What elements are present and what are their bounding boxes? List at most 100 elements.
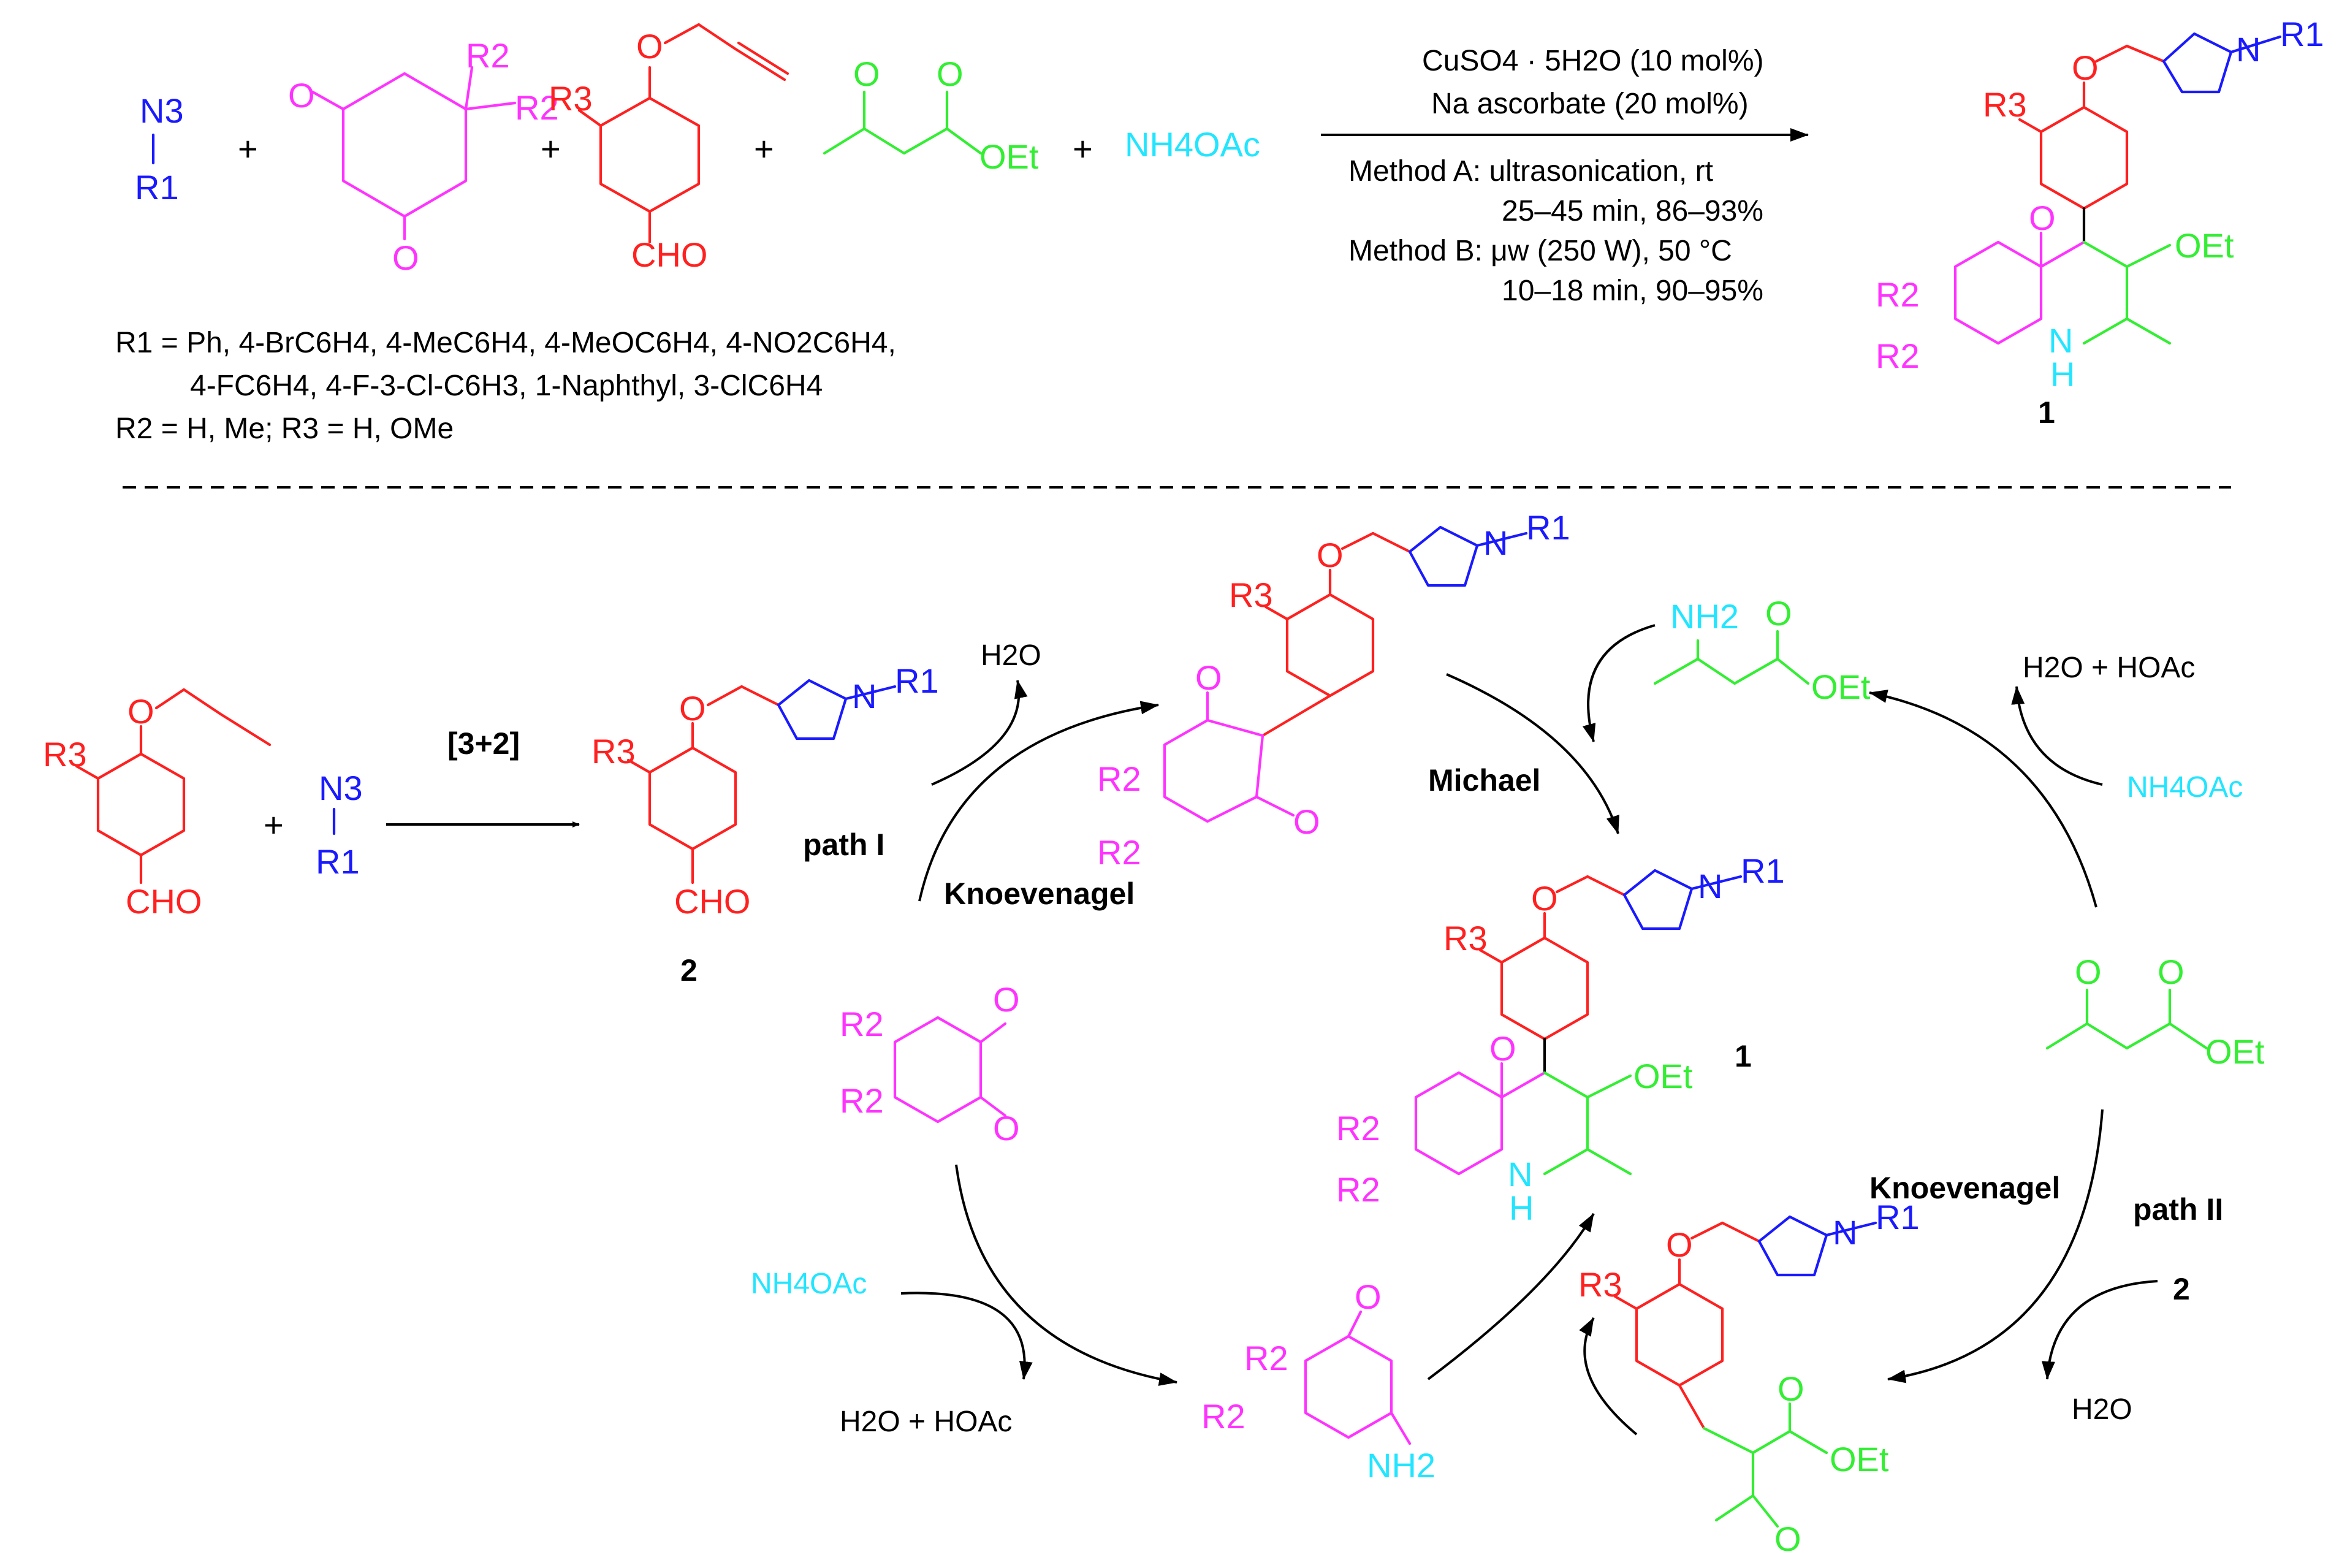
- plus-4: +: [1073, 129, 1093, 168]
- enamine-nh2: NH2: [1670, 597, 1739, 636]
- p1-r1: R1: [2280, 15, 2324, 53]
- p1-o: O: [2072, 48, 2099, 87]
- keto-oet: OEt: [979, 137, 1039, 176]
- r1-definition-line2: 4-FC6H4, 4-F-3-Cl-C6H3, 1-Naphthyl, 3-Cl…: [190, 370, 823, 402]
- md-o1: O: [993, 980, 1020, 1019]
- mk-o2: O: [2158, 953, 2185, 991]
- mech-azide-r1: R1: [316, 842, 360, 881]
- ka2-oet: OEt: [1830, 1440, 1889, 1479]
- ka1-o1: O: [1195, 658, 1222, 697]
- ald-o: O: [636, 27, 663, 66]
- enamine-oet: OEt: [1811, 668, 1871, 706]
- azide-n3: N3: [140, 91, 184, 130]
- dione-r2a: R2: [466, 36, 510, 75]
- pc-o: O: [1531, 879, 1558, 918]
- ald-r3: R3: [549, 79, 593, 118]
- c2-r1: R1: [895, 661, 939, 700]
- dione-o1: O: [288, 76, 315, 115]
- dione-r2b: R2: [515, 88, 559, 127]
- pc-oet: OEt: [1633, 1057, 1693, 1095]
- h2o-label-b: H2O: [2072, 1393, 2132, 1426]
- c2-cho: CHO: [674, 882, 750, 921]
- h2o-hoac-release-b: [900, 1292, 1033, 1380]
- p1-r2a: R2: [1876, 275, 1920, 314]
- compound-2-label: 2: [680, 953, 698, 988]
- product-1-label: 1: [2038, 395, 2055, 430]
- mech-ald-o: O: [127, 692, 154, 731]
- c2-r3: R3: [591, 732, 636, 771]
- ka2-o2: O: [1774, 1520, 1801, 1558]
- h2o-release-arrow-b: [2041, 1280, 2158, 1380]
- cond-ascorbate: Na ascorbate (20 mol%): [1431, 88, 1749, 120]
- pc-r2a: R2: [1336, 1109, 1380, 1147]
- en-o: O: [1355, 1277, 1382, 1316]
- mech-ald-cho: CHO: [126, 882, 202, 921]
- p1-n: N: [2236, 30, 2261, 69]
- ka2-o: O: [1666, 1225, 1693, 1264]
- product-1-top: O R3 N R1 O OEt R2 R2 N H 1: [1876, 15, 2324, 430]
- michael-arrow: [1446, 673, 1619, 834]
- md-o2: O: [993, 1109, 1020, 1147]
- product-1-center: O R3 N R1 O OEt R2 R2 N H 1: [1336, 851, 1785, 1227]
- knoevenagel-adduct-2: O R3 N R1 O OEt O: [1578, 1198, 1920, 1558]
- h2o-release-arrow-a: [931, 680, 1028, 786]
- enamine-ester: NH2 O OEt: [1653, 594, 1871, 706]
- dione-o2: O: [392, 238, 419, 277]
- r1-definition-line1: R1 = Ph, 4-BrC6H4, 4-MeC6H4, 4-MeOC6H4, …: [115, 327, 896, 359]
- p1-h: H: [2050, 355, 2075, 394]
- ketoester-reagent: O O OEt: [823, 55, 1039, 176]
- method-a-line1: Method A: ultrasonication, rt: [1348, 155, 1713, 188]
- mech-ald-r3: R3: [43, 735, 87, 774]
- michael-label: Michael: [1428, 763, 1540, 797]
- pc-r1: R1: [1741, 851, 1785, 890]
- plus-3: +: [754, 129, 774, 168]
- ka2-r1: R1: [1876, 1198, 1920, 1236]
- adduct2-to-michael-arrow: [1579, 1317, 1638, 1436]
- keto-o2: O: [937, 55, 964, 93]
- enamine-formation-arrow: [1869, 690, 2097, 908]
- pc-nh: N: [1508, 1155, 1532, 1193]
- ka1-o: O: [1317, 536, 1344, 574]
- pc-r2b: R2: [1336, 1170, 1380, 1209]
- path1-arrow: [918, 701, 1159, 902]
- method-a-line2: 25–45 min, 86–93%: [1502, 195, 1763, 227]
- ka2-o1: O: [1778, 1369, 1804, 1408]
- product-1-center-label: 1: [1735, 1039, 1752, 1073]
- ka1-r2a: R2: [1097, 759, 1141, 798]
- c2-o: O: [679, 689, 706, 728]
- knoevenagel-label-a: Knoevenagel: [944, 877, 1135, 911]
- knoevenagel-adduct-1: O R3 N R1 O O R2 R2: [1097, 508, 1570, 872]
- path1-label: path I: [803, 828, 884, 862]
- azide-reagent: N3 R1: [135, 91, 184, 207]
- enamine-to-michael-arrow: [1582, 624, 1656, 742]
- p1-nh: N: [2048, 321, 2073, 360]
- enamine-o: O: [1765, 594, 1792, 633]
- pc-n: N: [1698, 867, 1722, 905]
- md-r2b: R2: [840, 1081, 884, 1120]
- ka1-r3: R3: [1229, 576, 1273, 614]
- keto-o1: O: [853, 55, 880, 93]
- nh4oac-label-a: NH4OAc: [751, 1268, 867, 1300]
- mech-aldehyde: O R3 CHO: [43, 688, 272, 921]
- ka2-r3: R3: [1578, 1265, 1622, 1304]
- azide-r1: R1: [135, 168, 179, 207]
- c2-n: N: [852, 677, 876, 715]
- p1-ketone-o: O: [2029, 199, 2056, 237]
- h2o-label-a: H2O: [981, 639, 1041, 672]
- compound-2-label-b: 2: [2173, 1272, 2190, 1306]
- pc-ketone-o: O: [1489, 1029, 1516, 1068]
- enaminone-to-product-arrow: [1427, 1212, 1595, 1380]
- mech-plus: +: [264, 805, 284, 844]
- ald-cho: CHO: [631, 235, 707, 274]
- dione-reagent: O O R2 R2: [288, 36, 559, 277]
- enaminone: O R2 R2 NH2: [1201, 1277, 1435, 1485]
- ka1-r2b: R2: [1097, 833, 1141, 872]
- compound-2: O R3 CHO N R1 2: [591, 661, 939, 988]
- nh4oac-label-b: NH4OAc: [2127, 771, 2243, 804]
- en-nh2: NH2: [1367, 1446, 1435, 1485]
- knoevenagel-label-b: Knoevenagel: [1869, 1171, 2060, 1205]
- cycloaddition-label: [3+2]: [447, 726, 520, 761]
- h2o-hoac-label-b: H2O + HOAc: [840, 1406, 1012, 1438]
- path2-arrow: [1887, 1109, 2104, 1383]
